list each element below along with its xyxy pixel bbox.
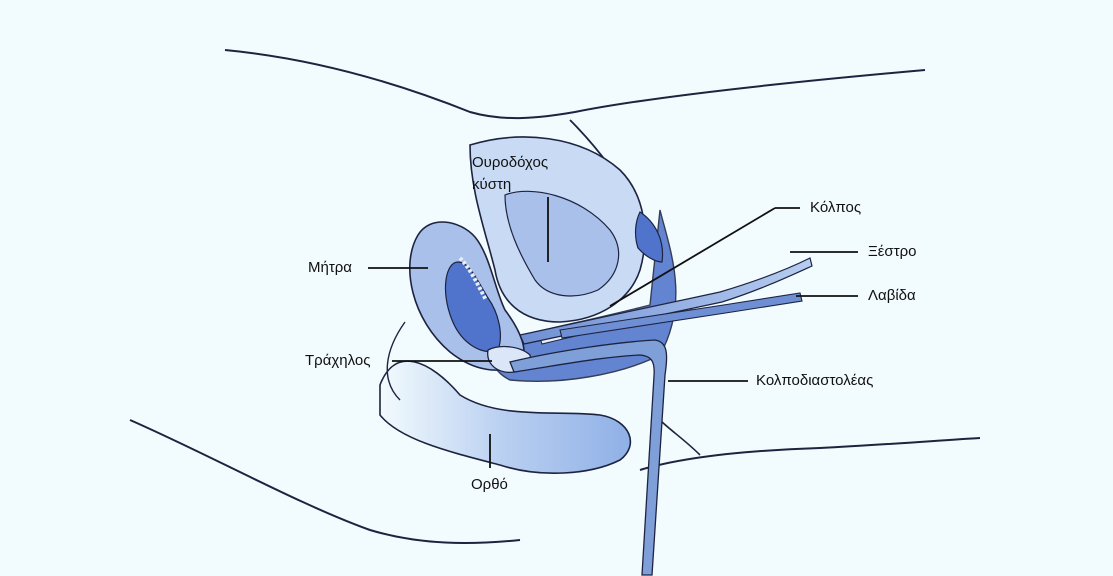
body-outline-top <box>225 50 925 118</box>
label-forceps: Λαβίδα <box>868 287 916 305</box>
label-rectum: Ορθό <box>471 476 508 494</box>
body-outline-leg <box>640 438 980 470</box>
label-vagina: Κόλπος <box>810 199 861 217</box>
label-bladder-line2: κύστη <box>472 176 511 194</box>
label-curette: Ξέστρο <box>868 243 917 261</box>
label-speculum: Κολποδιαστολέας <box>756 372 873 390</box>
label-uterus: Μήτρα <box>308 259 352 277</box>
label-bladder-line1: Ουροδόχος <box>472 154 548 172</box>
body-outline-perineum <box>660 420 700 455</box>
label-cervix: Τράχηλος <box>305 352 370 370</box>
